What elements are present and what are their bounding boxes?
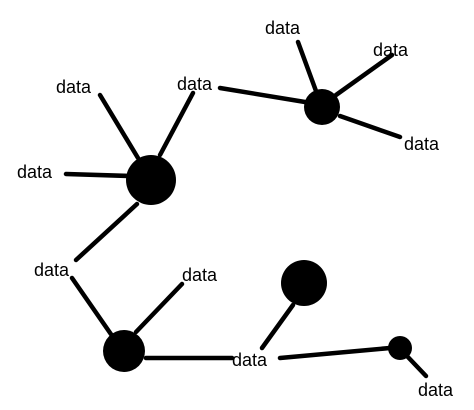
edge-node-large-to-label-bottom (259, 302, 296, 351)
edge-label-top-middle-to-hub-b (217, 85, 308, 105)
edges (63, 39, 429, 379)
hub-node-b (304, 89, 340, 125)
data-label: data (265, 18, 301, 38)
edge-label-left-lower-to-hub-c (69, 275, 118, 343)
edge-label-bottom-to-node-small (277, 345, 393, 361)
small-node (388, 336, 412, 360)
large-node (281, 260, 327, 306)
data-label: data (182, 265, 218, 285)
data-label: data (418, 380, 454, 400)
edge-hub-a-to-label-left-mid (63, 171, 133, 179)
edge-hub-a-to-label-left-top (97, 92, 141, 161)
data-label: data (373, 40, 409, 60)
edge-node-small-to-label-bottom-right (403, 352, 429, 379)
data-label: data (177, 74, 213, 94)
edge-hub-b-to-label-top (295, 39, 319, 94)
nodes (103, 89, 412, 372)
edge-hub-b-to-label-right-bottom (337, 113, 403, 140)
data-label: data (56, 77, 92, 97)
edge-hub-b-to-label-right-top (333, 52, 395, 98)
edge-hub-a-to-label-top-middle (157, 90, 196, 158)
data-label: data (404, 134, 440, 154)
edge-hub-c-to-label-center (133, 281, 185, 335)
hub-node-c (103, 330, 145, 372)
edge-hub-a-to-label-left-lower (73, 201, 140, 263)
data-label: data (232, 350, 268, 370)
hub-node-a (126, 155, 176, 205)
data-label: data (34, 260, 70, 280)
labels: data data data data data data data data … (17, 18, 454, 400)
data-label: data (17, 162, 53, 182)
